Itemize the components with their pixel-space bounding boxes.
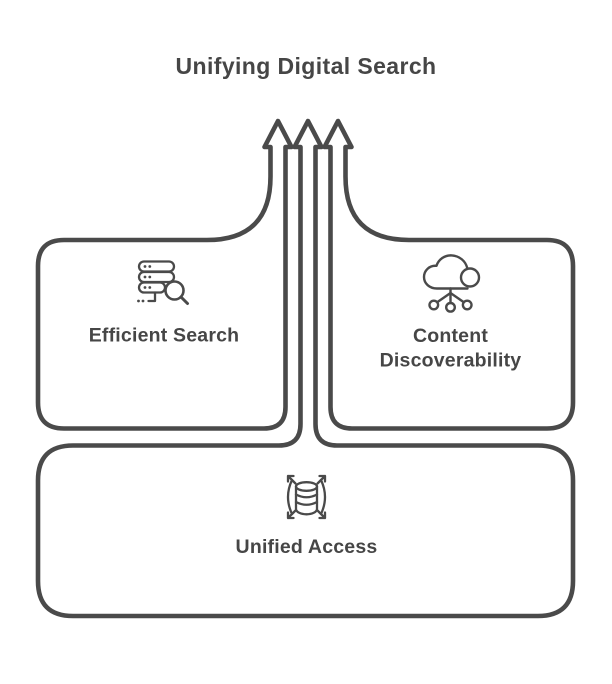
content-discoverability-label-line2: Discoverability xyxy=(380,350,522,372)
efficient-search-flow-shape xyxy=(35,118,294,431)
page-title: Unifying Digital Search xyxy=(176,53,437,79)
content-discoverability-flow-shape xyxy=(322,118,576,431)
content-discoverability-label-line1: Content xyxy=(413,325,488,347)
database-expand-icon xyxy=(286,474,327,520)
unified-access-label: Unified Access xyxy=(236,536,378,558)
server-search-icon xyxy=(137,260,189,305)
unified-access-flow-shape xyxy=(35,118,576,619)
cloud-network-icon xyxy=(422,254,481,313)
efficient-search-label: Efficient Search xyxy=(89,325,240,347)
